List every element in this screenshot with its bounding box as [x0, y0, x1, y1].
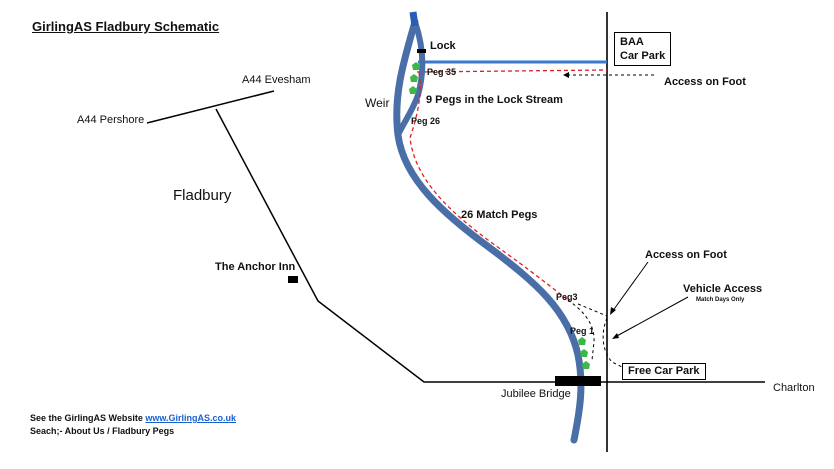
- pub-label: The Anchor Inn: [215, 261, 296, 273]
- tree-icons-lower: [578, 337, 590, 369]
- footer-line2: Seach;- About Us / Fladbury Pegs: [30, 426, 175, 436]
- baa-car-park-box: BAA Car Park: [614, 32, 672, 66]
- road-label-pershore: A44 Pershore: [77, 114, 145, 126]
- vehicle-access-label: Vehicle Access: [683, 283, 763, 295]
- vehicle-note-label: Match Days Only: [696, 297, 745, 303]
- road-label-evesham: A44 Evesham: [242, 74, 311, 86]
- peg3-path: [577, 303, 608, 317]
- arrow-head-top: [563, 72, 569, 78]
- river-weir-loop: [395, 19, 426, 138]
- footer: See the GirlingAS Website www.GirlingAS.…: [30, 412, 236, 438]
- bridge-label: Jubilee Bridge: [501, 388, 571, 400]
- tree-icons-upper: [409, 62, 420, 94]
- lock-marker: [417, 49, 426, 53]
- foot-access-arrow-bottom: [611, 261, 649, 313]
- footer-prefix: See the GirlingAS Website: [30, 413, 146, 423]
- peg-line-river: [409, 71, 569, 301]
- peg-line-lower: [567, 299, 595, 361]
- peg-line-top: [416, 69, 608, 73]
- village-label: Fladbury: [173, 187, 232, 204]
- lock-label: Lock: [430, 40, 456, 52]
- a44-road: [146, 90, 275, 124]
- arrow-head-bottom: [610, 307, 616, 315]
- peg3-label: Peg3: [556, 292, 578, 302]
- weir-label: Weir: [365, 96, 390, 110]
- anchor-inn-marker: [288, 276, 298, 283]
- arrow-head-vehicle: [612, 333, 619, 339]
- website-link[interactable]: www.GirlingAS.co.uk: [145, 413, 237, 423]
- map-title: GirlingAS Fladbury Schematic: [32, 19, 220, 34]
- access-foot-top-label: Access on Foot: [664, 76, 746, 88]
- river-top: [409, 11, 419, 27]
- road-label-charlton: Charlton: [773, 382, 815, 394]
- vehicle-access-arrow: [614, 296, 689, 338]
- jubilee-bridge-marker: [555, 376, 601, 386]
- peg1-label: Peg 1: [570, 326, 595, 336]
- baa-line1: BAA: [620, 36, 644, 48]
- peg35-label: Peg 35: [427, 67, 457, 77]
- match-pegs-label: 26 Match Pegs: [461, 209, 538, 221]
- river: [393, 18, 585, 444]
- access-foot-bottom-label: Access on Foot: [645, 249, 727, 261]
- baa-line2: Car Park: [620, 50, 666, 62]
- free-car-park-box: Free Car Park: [622, 363, 706, 380]
- lock-stream-label: 9 Pegs in the Lock Stream: [426, 94, 563, 106]
- peg26-label: Peg 26: [411, 116, 441, 126]
